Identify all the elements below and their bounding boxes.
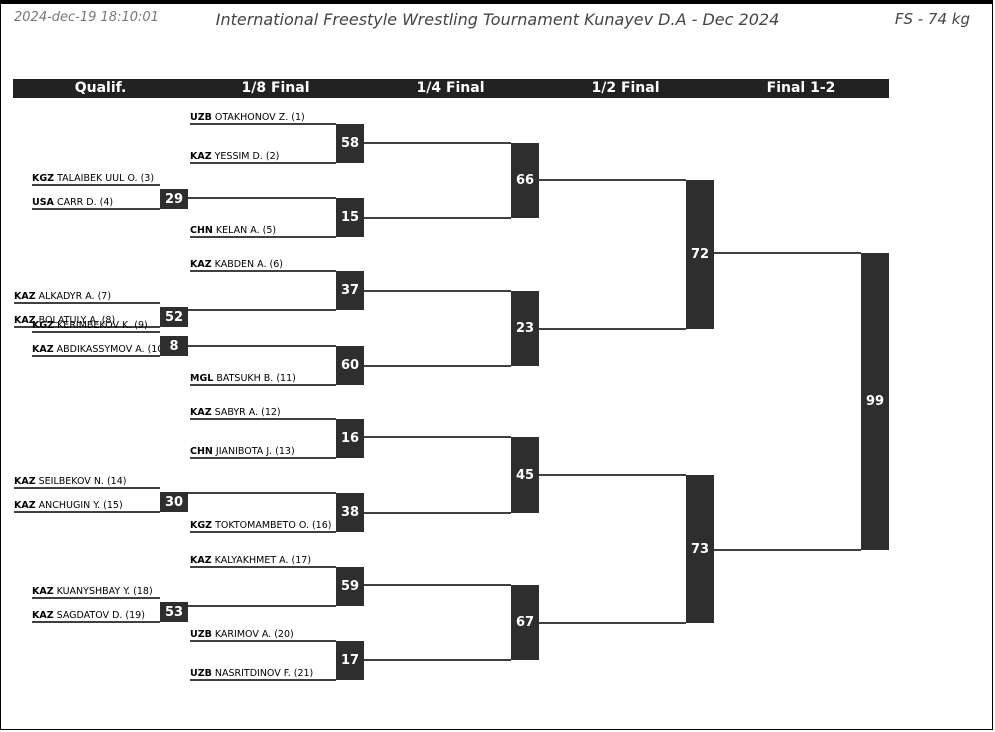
round-header-qualif: Qualif.: [74, 80, 127, 96]
entrant-19: KAZ SAGDATOV D. (19): [32, 610, 160, 622]
entrant-country: UZB: [190, 112, 212, 123]
entrant-18: KAZ KUANYSHBAY Y. (18): [32, 586, 160, 598]
entrant-15: KAZ ANCHUGIN Y. (15): [14, 500, 160, 512]
entrant-name: SABYR A. (12): [211, 407, 281, 418]
entrant-country: KAZ: [14, 315, 36, 326]
entrant-country: CHN: [190, 446, 213, 457]
entrant-country: KAZ: [190, 259, 212, 270]
entrant-country: USA: [32, 197, 54, 208]
entrant-country: MGL: [190, 373, 214, 384]
entrant-country: KAZ: [190, 407, 212, 418]
entrant-8: KAZ BOLATULY A. (8): [14, 315, 160, 327]
entrant-country: KAZ: [14, 476, 36, 487]
round-header-r16: 1/8 Final: [241, 80, 310, 96]
entrant-name: KERIMBEKOV K. (9): [54, 320, 148, 331]
entrant-name: JIANIBOTA J. (13): [212, 446, 295, 457]
bout-sf-1[interactable]: 72: [686, 180, 714, 329]
entrant-name: OTAKHONOV Z. (1): [211, 112, 305, 123]
entrant-country: UZB: [190, 668, 212, 679]
bout-r16-5[interactable]: 16: [336, 419, 364, 458]
entrant-country: KAZ: [14, 291, 36, 302]
entrant-name: KELAN A. (5): [212, 225, 277, 236]
bout-r16-4[interactable]: 60: [336, 346, 364, 385]
bout-qualif-3[interactable]: 8: [160, 336, 188, 356]
bout-qualif-5[interactable]: 53: [160, 602, 188, 622]
tournament-title: International Freestyle Wrestling Tourna…: [215, 10, 780, 29]
entrant-1: UZB OTAKHONOV Z. (1): [190, 112, 336, 124]
entrant-country: KGZ: [190, 520, 213, 531]
bout-qf-3[interactable]: 45: [511, 437, 539, 513]
entrant-name: KALYAKHMET A. (17): [211, 555, 312, 566]
bout-r16-6[interactable]: 38: [336, 493, 364, 532]
entrant-name: CARR D. (4): [53, 197, 114, 208]
entrant-country: KAZ: [32, 586, 54, 597]
bout-r16-3[interactable]: 37: [336, 271, 364, 310]
entrant-country: KAZ: [32, 344, 54, 355]
entrant-9: KGZ KERIMBEKOV K. (9): [32, 320, 160, 332]
entrant-17: KAZ KALYAKHMET A. (17): [190, 555, 336, 567]
entrant-14: KAZ SEILBEKOV N. (14): [14, 476, 160, 488]
entrant-21: UZB NASRITDINOV F. (21): [190, 668, 336, 680]
bout-r16-8[interactable]: 17: [336, 641, 364, 680]
round-header-qf: 1/4 Final: [416, 80, 485, 96]
bout-r16-1[interactable]: 58: [336, 124, 364, 163]
entrant-name: KUANYSHBAY Y. (18): [53, 586, 153, 597]
print-timestamp: 2024-dec-19 18:10:01: [14, 10, 159, 25]
entrant-5: CHN KELAN A. (5): [190, 225, 336, 237]
bout-sf-2[interactable]: 73: [686, 475, 714, 623]
bout-r16-7[interactable]: 59: [336, 567, 364, 606]
entrant-country: KGZ: [32, 173, 55, 184]
entrant-name: TOKTOMAMBETO O. (16): [212, 520, 332, 531]
entrant-name: KARIMOV A. (20): [211, 629, 294, 640]
entrant-name: YESSIM D. (2): [211, 151, 280, 162]
entrant-20: UZB KARIMOV A. (20): [190, 629, 336, 641]
entrant-name: BATSUKH B. (11): [213, 373, 296, 384]
bout-qf-4[interactable]: 67: [511, 585, 539, 660]
bout-qualif-2[interactable]: 52: [160, 307, 188, 327]
entrant-13: CHN JIANIBOTA J. (13): [190, 446, 336, 458]
entrant-name: ANCHUGIN Y. (15): [35, 500, 123, 511]
round-header-sf: 1/2 Final: [591, 80, 660, 96]
entrant-10: KAZ ABDIKASSYMOV A. (10): [32, 344, 160, 356]
entrant-16: KGZ TOKTOMAMBETO O. (16): [190, 520, 336, 532]
entrant-7: KAZ ALKADYR A. (7): [14, 291, 160, 303]
entrant-name: TALAIBEK UUL O. (3): [54, 173, 155, 184]
entrant-2: KAZ YESSIM D. (2): [190, 151, 336, 163]
entrant-name: KABDEN A. (6): [211, 259, 283, 270]
round-header-final: Final 1-2: [766, 80, 836, 96]
entrant-name: SAGDATOV D. (19): [53, 610, 145, 621]
entrant-country: KAZ: [32, 610, 54, 621]
bout-r16-2[interactable]: 15: [336, 198, 364, 237]
weight-class: FS - 74 kg: [894, 10, 970, 28]
bout-qualif-4[interactable]: 30: [160, 492, 188, 512]
entrant-name: ALKADYR A. (7): [35, 291, 112, 302]
entrant-country: KAZ: [14, 500, 36, 511]
entrant-4: USA CARR D. (4): [32, 197, 160, 209]
entrant-country: KGZ: [32, 320, 55, 331]
entrant-country: KAZ: [190, 151, 212, 162]
bout-qf-2[interactable]: 23: [511, 291, 539, 366]
bout-qf-1[interactable]: 66: [511, 143, 539, 218]
entrant-6: KAZ KABDEN A. (6): [190, 259, 336, 271]
entrant-name: BOLATULY A. (8): [35, 315, 116, 326]
round-header-bar: Qualif. 1/8 Final 1/4 Final 1/2 Final Fi…: [13, 79, 889, 98]
bout-qualif-1[interactable]: 29: [160, 189, 188, 209]
entrant-name: NASRITDINOV F. (21): [211, 668, 314, 679]
entrant-name: ABDIKASSYMOV A. (10): [53, 344, 160, 355]
entrant-country: CHN: [190, 225, 213, 236]
entrant-name: SEILBEKOV N. (14): [35, 476, 127, 487]
entrant-12: KAZ SABYR A. (12): [190, 407, 336, 419]
bout-final-1[interactable]: 99: [861, 253, 889, 550]
entrant-11: MGL BATSUKH B. (11): [190, 373, 336, 385]
entrant-country: UZB: [190, 629, 212, 640]
entrant-3: KGZ TALAIBEK UUL O. (3): [32, 173, 160, 185]
entrant-country: KAZ: [190, 555, 212, 566]
